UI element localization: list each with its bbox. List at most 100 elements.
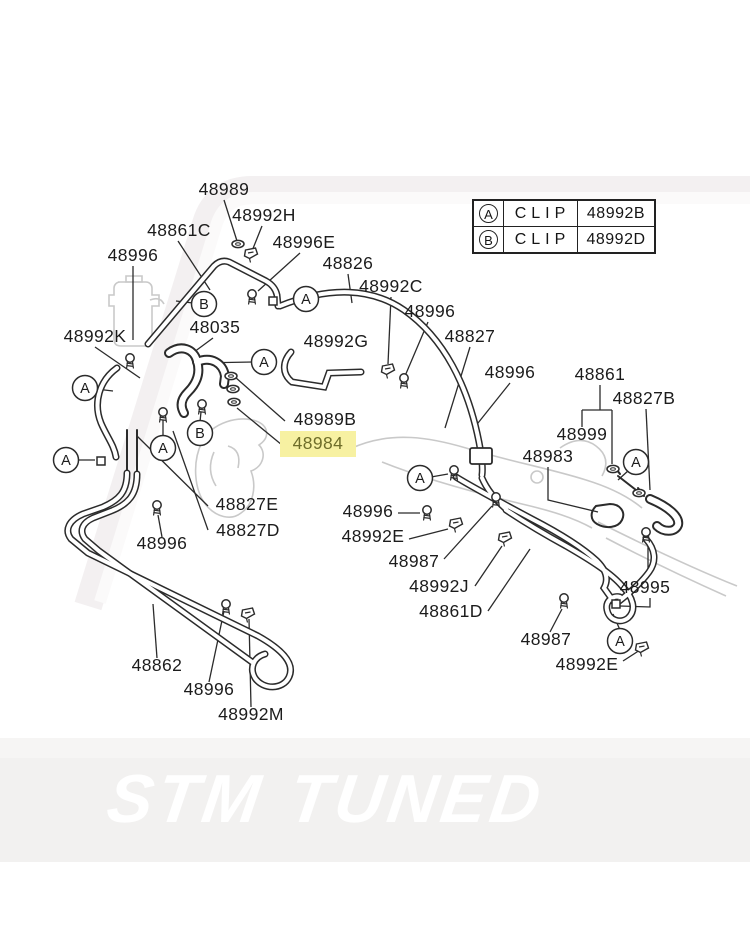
part-label-48861c-2: 48861C [147, 220, 211, 240]
part-label-48992e-22: 48992E [342, 526, 405, 546]
logo-word-tuned: TUNED [284, 761, 550, 837]
part-label-48992k-9: 48992K [64, 326, 127, 346]
grommet-icon [231, 239, 245, 249]
faint-context-art [108, 275, 738, 597]
part-label-48996-7: 48996 [405, 301, 456, 321]
circled-marker-a-2 [250, 348, 278, 376]
part-label-48861-13: 48861 [575, 364, 626, 384]
band-highlight-strip [0, 738, 750, 758]
bolt-icon [158, 407, 168, 423]
part-label-48989b-15: 48989B [294, 409, 357, 429]
part-label-48827e-19: 48827E [216, 494, 279, 514]
part-label-48996-4: 48996 [108, 245, 159, 265]
circled-marker-b-6 [186, 419, 214, 447]
circled-marker-a-9 [606, 627, 634, 655]
marker-letter: A [61, 453, 71, 469]
bolt-icon [641, 527, 651, 543]
part-label-48987-29: 48987 [521, 629, 572, 649]
pipes-inner [65, 259, 682, 689]
marker-letter: A [415, 471, 425, 487]
oring-icon [632, 488, 646, 498]
part-label-48035-8: 48035 [190, 317, 241, 337]
fitting-icon [96, 456, 106, 466]
pipes-outline [64, 257, 684, 691]
circled-markers: B A A A A A B A A A [52, 285, 650, 655]
part-label-48861d-26: 48861D [419, 601, 483, 621]
part-icons [96, 239, 651, 658]
marker-letter: A [631, 455, 641, 471]
marker-letter: B [199, 297, 209, 313]
part-label-48995-27: 48995 [620, 577, 671, 597]
bolt-icon [491, 492, 501, 508]
circled-marker-a-5 [149, 434, 177, 462]
clip-icon [240, 607, 256, 624]
part-label-48992c-6: 48992C [359, 276, 423, 296]
circled-marker-a-8 [622, 448, 650, 476]
bolt-icon [152, 500, 162, 516]
background-watermark-swoosh [74, 176, 750, 611]
bolt-icon [449, 465, 459, 481]
marker-letter: A [158, 441, 168, 457]
part-label-48984-16: 48984 [293, 433, 344, 453]
part-label-48827-11: 48827 [445, 326, 496, 346]
marker-letter: A [301, 292, 311, 308]
bolt-icon [221, 599, 231, 615]
marker-letter: A [80, 381, 90, 397]
part-labels: 48989 48992H 48861C 48996E 48996 48826 48992C 4… [64, 179, 676, 724]
part-label-48996e-3: 48996E [273, 232, 336, 252]
marker-letter: A [615, 634, 625, 650]
legend-marker-a: A [479, 204, 498, 223]
part-label-48999-17: 48999 [557, 424, 608, 444]
part-label-48996-21: 48996 [343, 501, 394, 521]
grommet-stack-icon [224, 371, 241, 407]
marker-letter: B [195, 426, 205, 442]
clip-icon [243, 247, 259, 264]
union-icon [469, 447, 493, 465]
legend-type: CLIP [504, 201, 578, 226]
legend-row: A CLIP 48992B [474, 201, 654, 226]
clip-icon [634, 641, 650, 658]
flange-icon [268, 296, 278, 306]
part-label-48827d-20: 48827D [216, 520, 280, 540]
clip-icon [497, 531, 513, 548]
circled-marker-a-4 [52, 446, 80, 474]
part-label-48992e-30: 48992E [556, 654, 619, 674]
part-label-48862-28: 48862 [132, 655, 183, 675]
legend-row: B CLIP 48992D [474, 226, 654, 252]
part-label-48992h-1: 48992H [232, 205, 296, 225]
part-label-48989-0: 48989 [199, 179, 250, 199]
bolt-icon [197, 399, 207, 415]
part-label-48992m-32: 48992M [218, 704, 284, 724]
marker-letter: A [259, 355, 269, 371]
bolt-icon [422, 505, 432, 521]
legend-marker-b: B [479, 230, 498, 249]
circled-marker-a-3 [71, 374, 99, 402]
part-label-48983-18: 48983 [523, 446, 574, 466]
oring-icon [606, 464, 620, 474]
bolt-icon [399, 373, 409, 389]
leader-lines [77, 199, 651, 708]
logo-word-stm: STM [102, 761, 269, 837]
part-label-48826-5: 48826 [323, 253, 374, 273]
bolt-icon [125, 353, 135, 369]
clip-icon [448, 517, 464, 534]
part-label-48827b-14: 48827B [613, 388, 676, 408]
clip-icon [380, 363, 396, 380]
part-label-48996-31: 48996 [184, 679, 235, 699]
legend-table: A CLIP 48992B B CLIP 48992D [472, 199, 656, 254]
part-label-48996-12: 48996 [485, 362, 536, 382]
part-label-48996-23: 48996 [137, 533, 188, 553]
legend-part-number: 48992B [586, 204, 646, 222]
bolt-icon [559, 593, 569, 609]
circled-marker-a-7 [406, 464, 434, 492]
circled-marker-a-1 [292, 285, 320, 313]
legend-type: CLIP [504, 227, 578, 252]
bolt-icon [247, 289, 257, 305]
legend-part-number: 48992D [586, 230, 646, 248]
fitting-icon [611, 599, 621, 609]
part-label-48987-24: 48987 [389, 551, 440, 571]
